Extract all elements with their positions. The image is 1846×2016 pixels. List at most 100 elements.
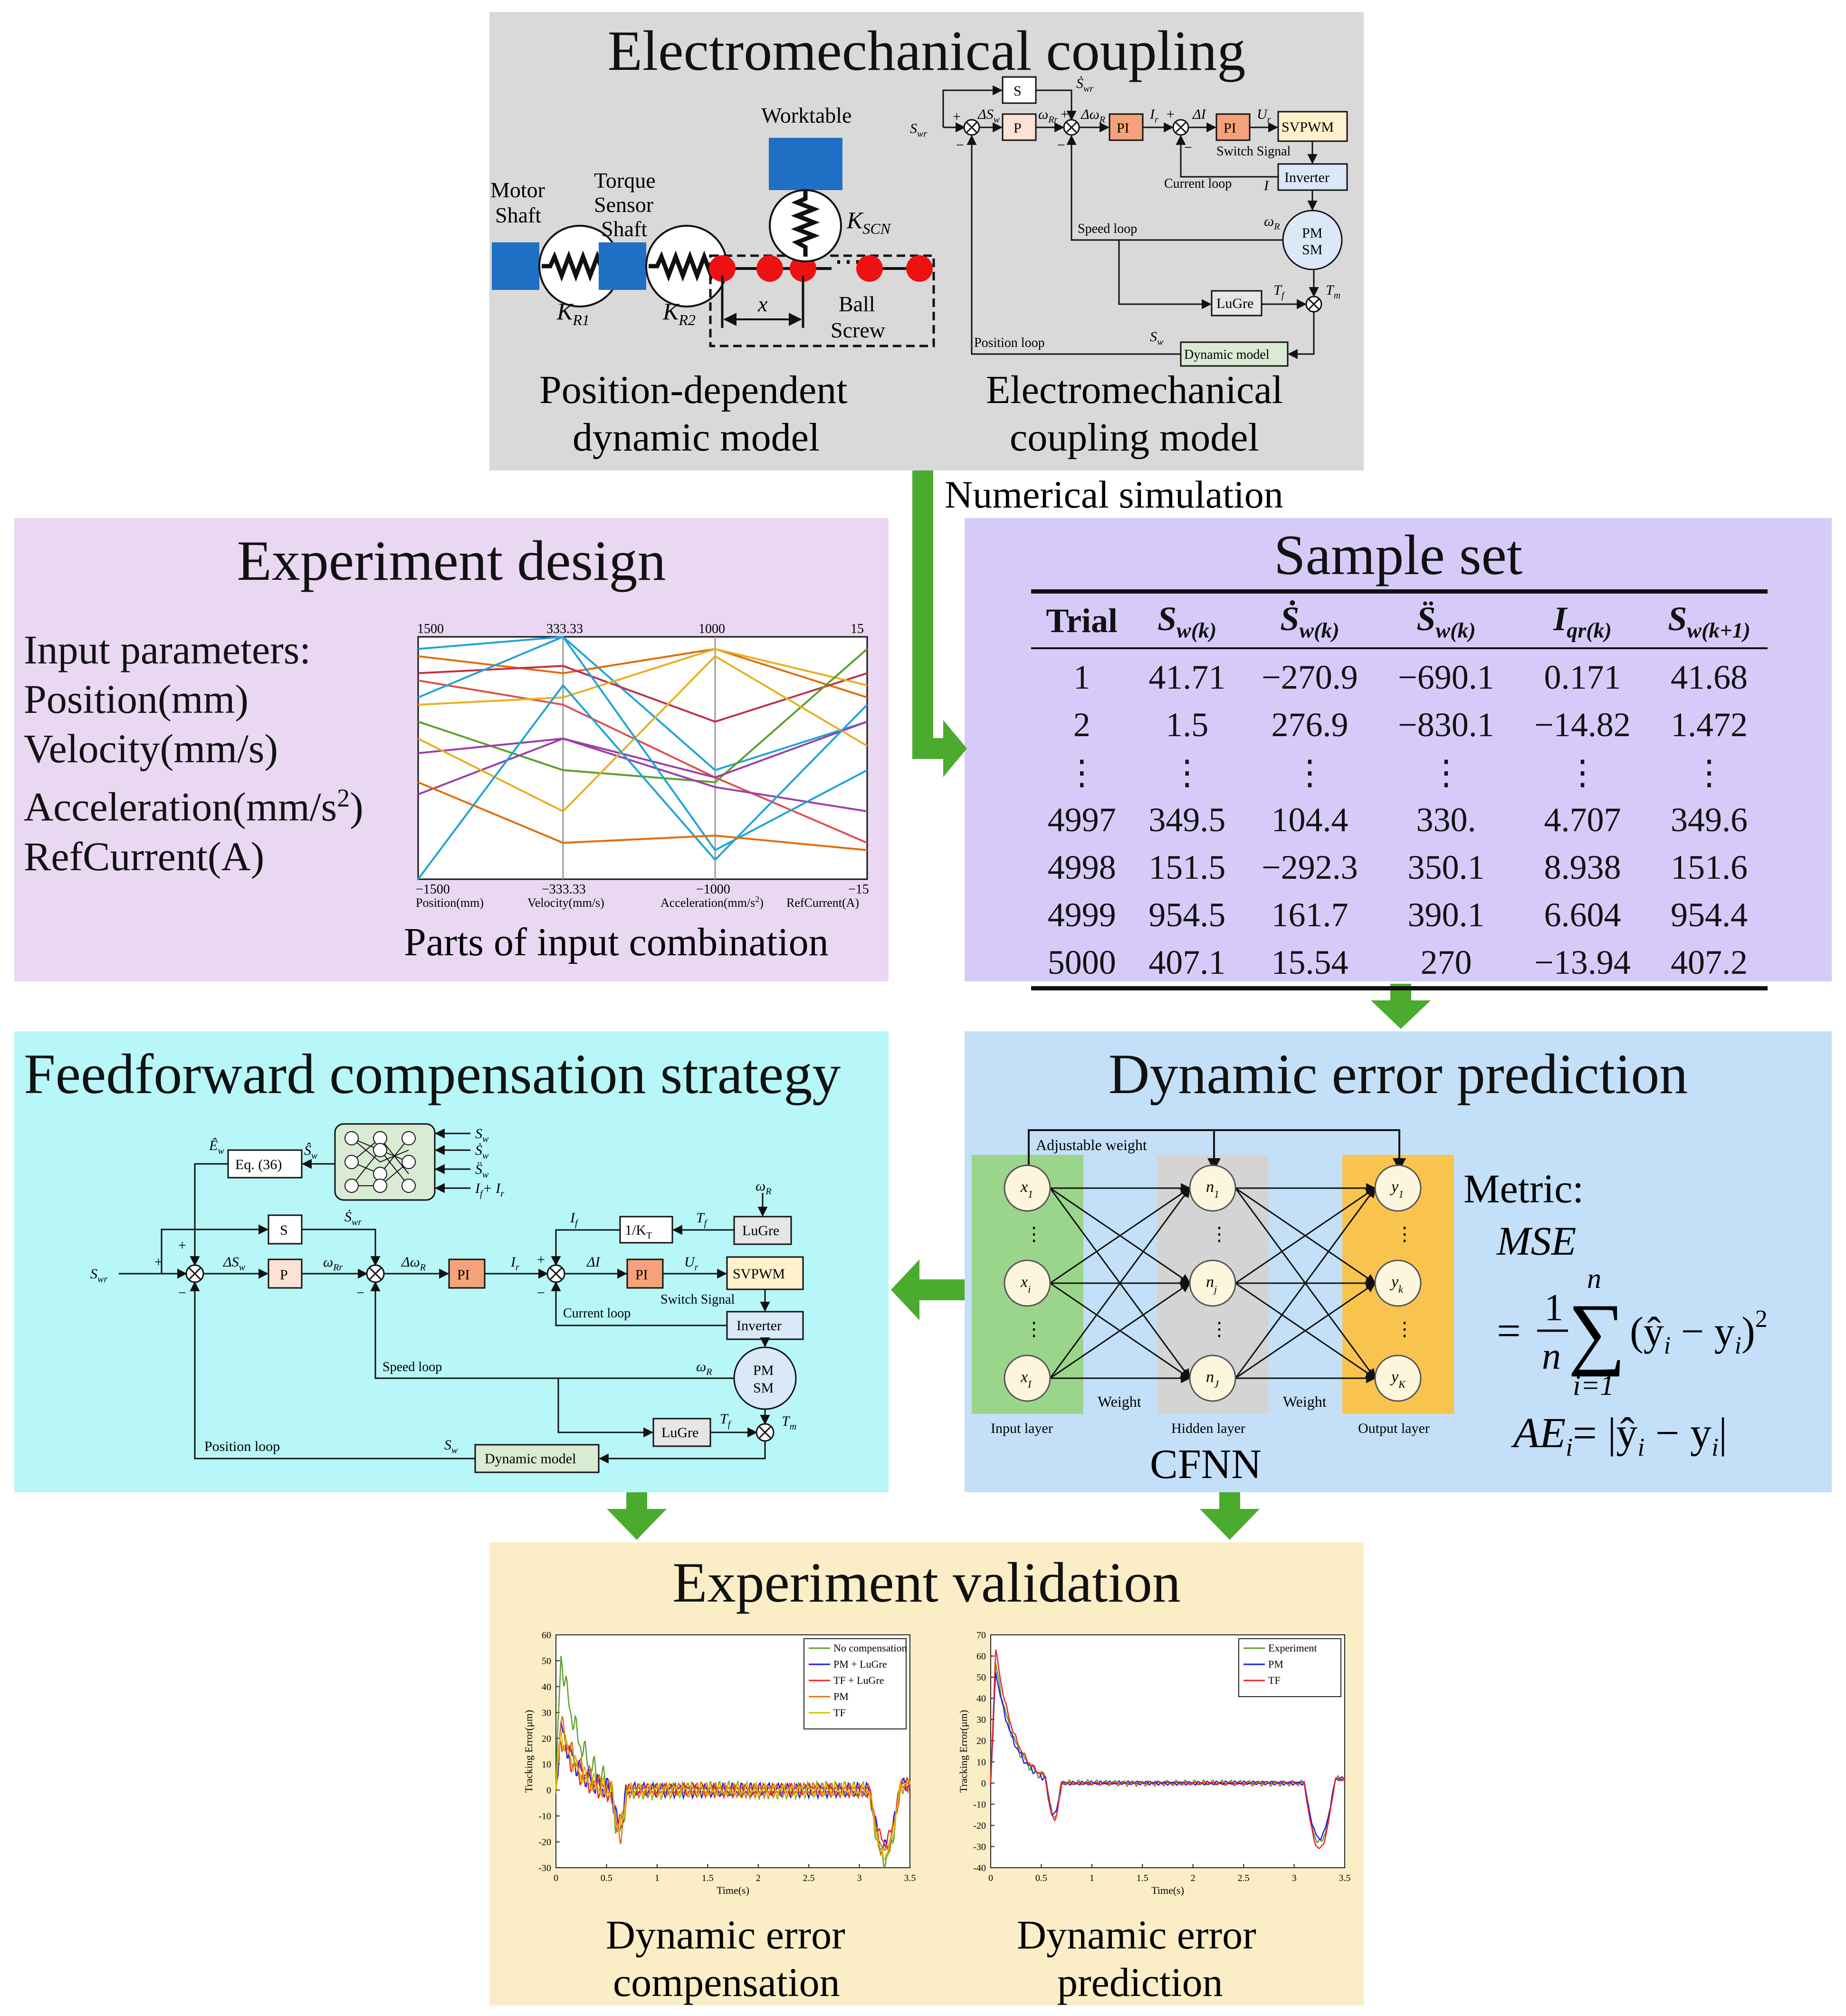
ur-label: Ur [1257, 106, 1271, 125]
omega-r-label: ωR [696, 1359, 712, 1377]
table-cell: 0.171 [1544, 658, 1621, 696]
torque-sensor-block [599, 242, 646, 290]
ball [709, 255, 736, 282]
y-tick-label: -10 [973, 1799, 986, 1810]
x-tick-label: 2.5 [803, 1873, 815, 1883]
cfnn-diagram: Adjustable weight x1xixI⋮⋮n1njnJ⋮⋮y1ykyK… [972, 1129, 1454, 1488]
speed-loop-label: Speed loop [383, 1360, 442, 1374]
lugre-label: LuGre [742, 1223, 779, 1238]
x-tick-label: 0.5 [1035, 1873, 1047, 1883]
header-col: Sw(k) [1132, 591, 1242, 650]
table-cell: ⋮ [1565, 753, 1600, 792]
ball [856, 255, 883, 282]
sw-hat-label: Ŝw [304, 1142, 318, 1161]
caption-right-2: coupling model [1010, 415, 1259, 460]
table-cell: 5000 [1047, 943, 1116, 981]
ur-label: Ur [684, 1254, 698, 1273]
param-velocity: Velocity(mm/s) [24, 726, 278, 771]
pc-top-tick: 333.33 [546, 622, 583, 636]
legend-box [803, 1638, 907, 1729]
pi-speed-block [448, 1258, 486, 1289]
nn-input-label: Sw [475, 1126, 489, 1144]
x-tick-label: 3.5 [904, 1873, 916, 1883]
sum-body: (ŷi − yi)2 [1630, 1306, 1768, 1359]
wire [1066, 134, 1283, 241]
validation-caption-right-1: Dynamic error [1017, 1912, 1256, 1958]
switch-signal-label: Switch Signal [660, 1292, 735, 1307]
x-tick-label: 0 [554, 1873, 558, 1883]
header-col: Iqr(k) [1514, 591, 1651, 650]
pi-speed-block [1109, 113, 1144, 141]
x-axis-label: Time(s) [717, 1884, 749, 1896]
input-parameters-list: Input parameters: Position(mm) Velocity(… [24, 625, 363, 881]
mse-label: MSE [1496, 1218, 1576, 1264]
x-tick-label: 1 [655, 1873, 660, 1883]
wire [598, 1441, 766, 1464]
s-block-label: S [280, 1222, 288, 1238]
flow-arrows [607, 470, 1431, 1540]
pc-axis-label: RefCurrent(A) [786, 896, 859, 910]
motor-shaft-label-2: Shaft [495, 203, 541, 227]
y-tick-label: 20 [976, 1736, 986, 1747]
cfnn-edge [1234, 1187, 1376, 1379]
table-cell: 161.7 [1271, 895, 1349, 934]
wire [551, 1229, 620, 1267]
omega-rr-label: ωRr [1038, 106, 1058, 125]
sw-label: Sw [1150, 329, 1164, 347]
cfnn-node-label: xi [1020, 1273, 1031, 1295]
ball-screw-label-1: Ball [839, 292, 875, 316]
wire [1176, 134, 1278, 178]
y-tick-label: 40 [542, 1682, 551, 1692]
table-cell: 151.6 [1671, 848, 1748, 886]
tf-label: Tf [1273, 282, 1285, 301]
if-label: If [570, 1210, 579, 1229]
wire [1118, 240, 1212, 309]
weight-label: Weight [1283, 1393, 1327, 1410]
validation-caption-left-2: compensation [613, 1959, 840, 2005]
caption-left-1: Position-dependent [539, 368, 848, 412]
kr2-label: KR2 [662, 298, 696, 328]
inverter-label: Inverter [1284, 170, 1330, 185]
cfnn-ellipsis: ⋮ [1210, 1318, 1229, 1340]
table-cell: 41.68 [1671, 658, 1748, 696]
torque-sensor-label-2: Sensor [594, 192, 653, 217]
y-tick-label: -20 [973, 1821, 986, 1831]
lugre-label: LuGre [661, 1425, 698, 1440]
speed-loop-label: Speed loop [1078, 221, 1137, 236]
header-trial: Trial [1031, 591, 1133, 650]
swr-label: Swr [910, 121, 927, 139]
x-tick-label: 2 [1191, 1873, 1196, 1883]
table-cell: 350.1 [1407, 848, 1485, 886]
wire [302, 1229, 381, 1267]
cfnn-node-label: x1 [1020, 1178, 1033, 1200]
cfnn-edge [1235, 1282, 1376, 1379]
pc-combination-line [418, 635, 868, 852]
swr-label: Swr [90, 1266, 107, 1285]
parallel-coordinates-plot: 1500 333.33 1000 15 −1500 −333.33 −1000 … [416, 622, 869, 910]
x-axis-label: Time(s) [1151, 1884, 1184, 1896]
table-cell: 1 [1073, 658, 1090, 696]
minus-sign: − [356, 1285, 364, 1301]
torque-sensor-label-3: Shaft [601, 217, 647, 241]
flow-arrow-head [891, 1259, 919, 1320]
plus-sign: + [1167, 106, 1175, 122]
validation-caption-left-1: Dynamic error [606, 1912, 845, 1958]
y-axis-label: Tracking Error(μm) [523, 1710, 535, 1793]
table-cell: −14.82 [1534, 705, 1631, 744]
sw-label: Sw [444, 1437, 458, 1456]
frac-num: 1 [1544, 1287, 1563, 1329]
pc-combination-line [418, 648, 868, 706]
adjustable-weight-label: Adjustable weight [1036, 1136, 1147, 1153]
plus-sign: + [537, 1252, 545, 1267]
table-cell: 104.4 [1271, 800, 1349, 839]
header-col: Sw(k+1) [1651, 591, 1768, 650]
svpwm-label: SVPWM [733, 1266, 785, 1282]
panel-title: Experiment validation [672, 1551, 1181, 1614]
worktable-block [769, 138, 842, 190]
y-tick-label: 0 [546, 1786, 551, 1796]
pmsm-label-2: SM [1302, 242, 1322, 258]
tf-ff-label: Tf [696, 1210, 708, 1229]
